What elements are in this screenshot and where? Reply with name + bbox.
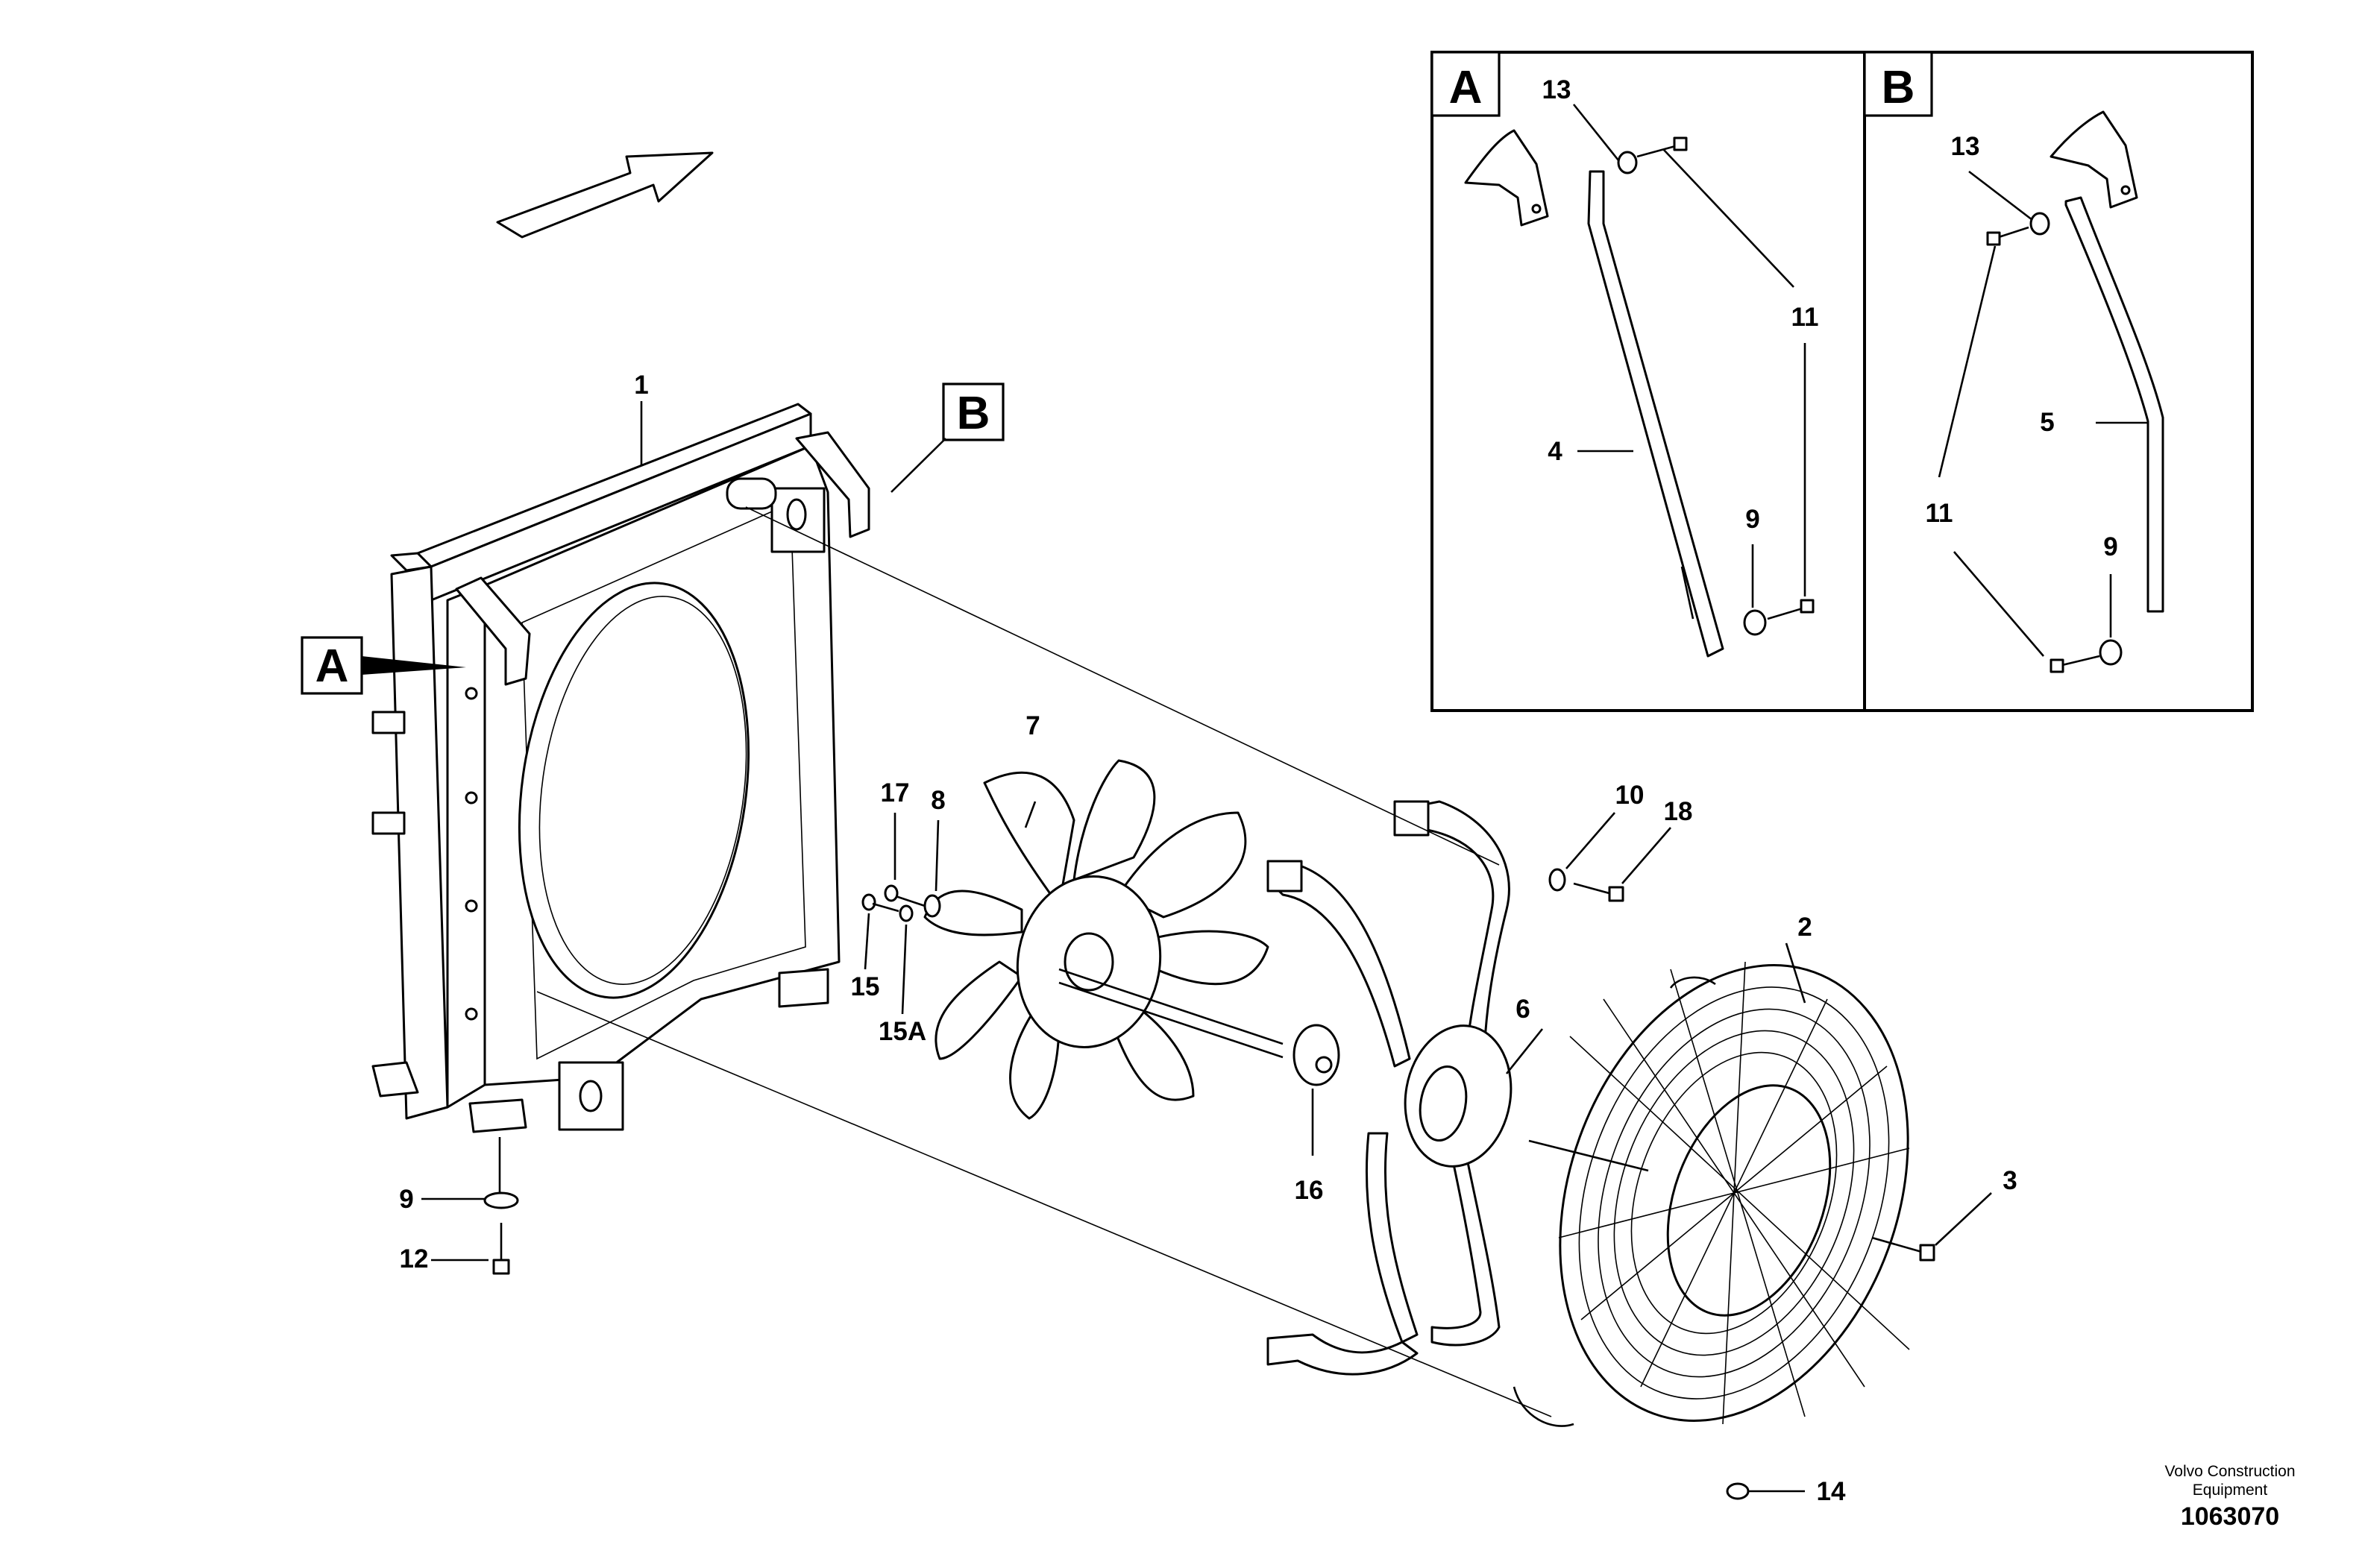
fan-guard [1513, 942, 1910, 1427]
label-part-3: 3 [2003, 1166, 2017, 1195]
drawing-number: 1063070 [2181, 1502, 2279, 1531]
label-part-6: 6 [1515, 995, 1530, 1024]
callout-a-detail-letter: A [1449, 62, 1483, 113]
company-name-line1: Volvo Construction [2164, 1463, 2295, 1480]
callout-b-main: B [891, 382, 1005, 493]
label-part-2: 2 [1797, 913, 1812, 942]
cooling-fan [923, 759, 1269, 1120]
fasteners [483, 868, 1935, 1500]
label-part-7: 7 [1025, 711, 1040, 740]
detail-box: A B [1430, 51, 2254, 712]
label-part-10: 10 [1615, 781, 1645, 810]
label-part-13-detail-b: 13 [1951, 132, 1980, 161]
label-part-15: 15 [851, 972, 880, 1001]
label-part-11-detail-b: 11 [1926, 499, 1953, 528]
radiator-assembly [371, 401, 870, 1133]
label-part-12: 12 [400, 1244, 429, 1273]
company-name-line2: Equipment [2193, 1482, 2268, 1499]
label-part-9-detail-b: 9 [2103, 532, 2117, 561]
direction-arrow [496, 151, 714, 239]
callout-b-detail-letter: B [1882, 62, 1915, 113]
callout-a-main-letter: A [315, 640, 349, 692]
label-part-18: 18 [1664, 797, 1693, 826]
label-part-11-detail-a: 11 [1791, 303, 1819, 332]
label-part-16: 16 [1295, 1176, 1324, 1205]
part-labels: 1 2 3 4 5 6 7 8 9 9 9 10 11 11 12 13 13 … [399, 75, 2117, 1506]
callout-a-main: A [301, 636, 466, 695]
label-part-17: 17 [881, 778, 910, 807]
fan-ring-frame [1266, 800, 1544, 1376]
label-part-9-main: 9 [399, 1185, 413, 1214]
label-part-9-detail-a: 9 [1745, 505, 1759, 534]
label-part-4: 4 [1548, 437, 1562, 466]
label-part-13-detail-a: 13 [1542, 75, 1571, 104]
label-part-8: 8 [931, 786, 945, 815]
footer: Volvo Construction Equipment 1063070 [2164, 1463, 2295, 1531]
label-part-15a: 15A [879, 1017, 926, 1046]
label-part-14: 14 [1817, 1477, 1846, 1506]
hub-shaft [1058, 968, 1340, 1156]
leader-lines [421, 812, 1992, 1493]
label-part-1: 1 [634, 371, 648, 400]
callout-b-main-letter: B [957, 388, 990, 439]
extension-lines [536, 506, 1552, 1417]
label-part-5: 5 [2040, 408, 2054, 437]
